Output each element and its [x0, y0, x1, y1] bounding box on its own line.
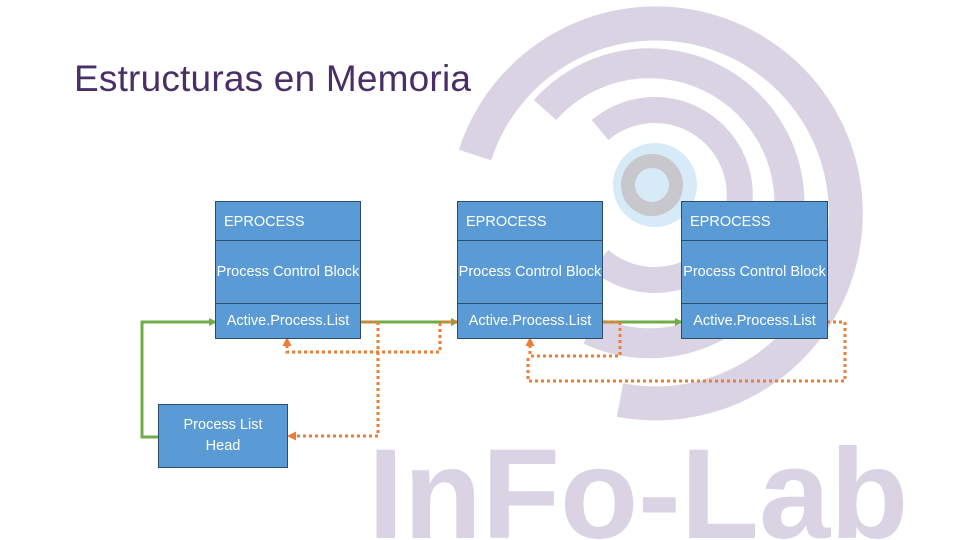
watermark-text: InFo-Lab	[368, 423, 908, 540]
active-process-list: Active.Process.List	[215, 303, 361, 339]
process-control-block: Process Control Block	[457, 240, 603, 304]
eprocess-header: EPROCESS	[457, 201, 603, 242]
process-control-block: Process Control Block	[681, 240, 828, 304]
process-control-block: Process Control Block	[215, 240, 361, 304]
active-process-list: Active.Process.List	[457, 303, 603, 339]
backward-link-1-to-head	[287, 320, 380, 441]
watermark-center	[621, 154, 683, 216]
eprocess-header: EPROCESS	[681, 201, 828, 242]
active-process-list: Active.Process.List	[681, 303, 828, 339]
backward-link-2-to-1	[282, 320, 457, 354]
forward-link-head-to-1	[140, 318, 217, 439]
slide-title: Estructuras en Memoria	[74, 58, 472, 99]
backward-link-3-to-2	[525, 320, 622, 358]
watermark-ring-inner	[591, 97, 753, 293]
eprocess-header: EPROCESS	[215, 201, 361, 242]
process-list-head: Process List Head	[158, 404, 288, 468]
backward-link-3-wrap	[526, 320, 847, 383]
watermark-ring-outer	[458, 6, 863, 421]
